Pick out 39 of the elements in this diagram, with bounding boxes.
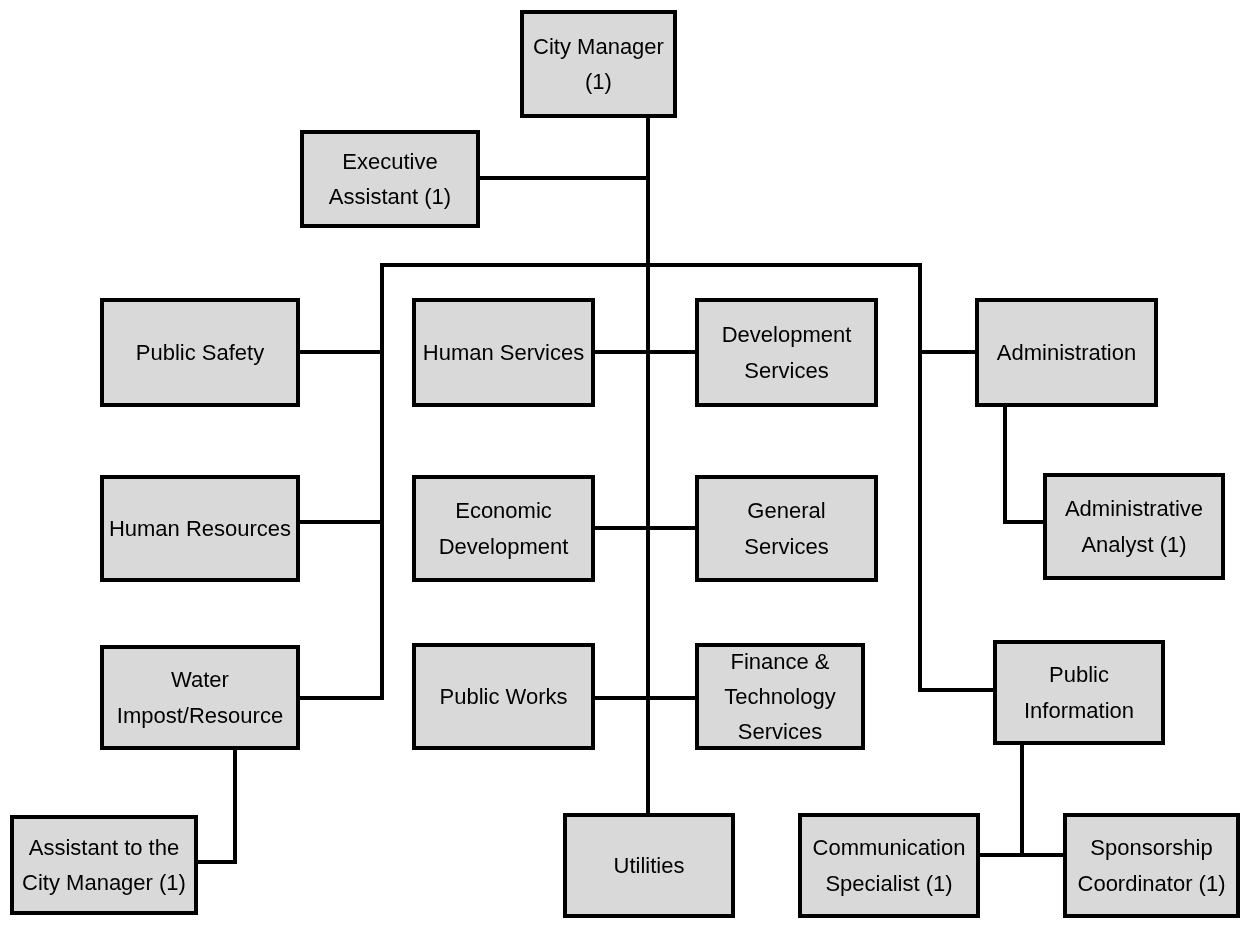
org-box — [695, 298, 878, 407]
org-box — [563, 813, 735, 918]
box-label: Economic Development — [437, 497, 570, 561]
org-box — [1063, 813, 1240, 918]
box-label: City Manager (1) — [532, 32, 665, 96]
org-box — [695, 643, 865, 750]
box-label: Public Works — [439, 682, 568, 711]
org-box — [520, 10, 677, 118]
org-box — [100, 298, 300, 407]
box-label: Utilities — [613, 851, 685, 880]
box-label: Communication Specialist (1) — [811, 834, 967, 898]
org-box — [10, 815, 198, 915]
box-label: Sponsorship Coordinator (1) — [1076, 834, 1227, 898]
box-label: Executive Assistant (1) — [327, 147, 453, 211]
org-box — [993, 640, 1165, 745]
connector-line — [198, 750, 237, 864]
box-label: Public Safety — [135, 338, 265, 367]
org-box — [695, 475, 878, 582]
box-label: Development Services — [720, 321, 853, 385]
box-label: Public Information — [1022, 661, 1136, 725]
org-box — [798, 813, 980, 918]
org-box — [412, 643, 595, 750]
org-box — [975, 298, 1158, 407]
org-box — [100, 475, 300, 582]
box-label: General Services — [743, 497, 830, 561]
box-label: Administrative Analyst (1) — [1063, 495, 1205, 559]
org-box — [300, 130, 480, 228]
org-box — [100, 645, 300, 750]
box-label: Finance & Technology Services — [723, 647, 837, 747]
org-box — [1043, 473, 1225, 580]
box-label: Administration — [996, 338, 1137, 367]
box-label: Water Impost/Resource — [115, 666, 285, 730]
org-box — [412, 475, 595, 582]
box-label: Human Services — [422, 338, 585, 367]
box-label: Assistant to the City Manager (1) — [21, 833, 187, 897]
box-label: Human Resources — [108, 514, 292, 543]
connector-line — [1003, 407, 1043, 524]
connector-line — [1020, 745, 1063, 857]
org-box — [412, 298, 595, 407]
